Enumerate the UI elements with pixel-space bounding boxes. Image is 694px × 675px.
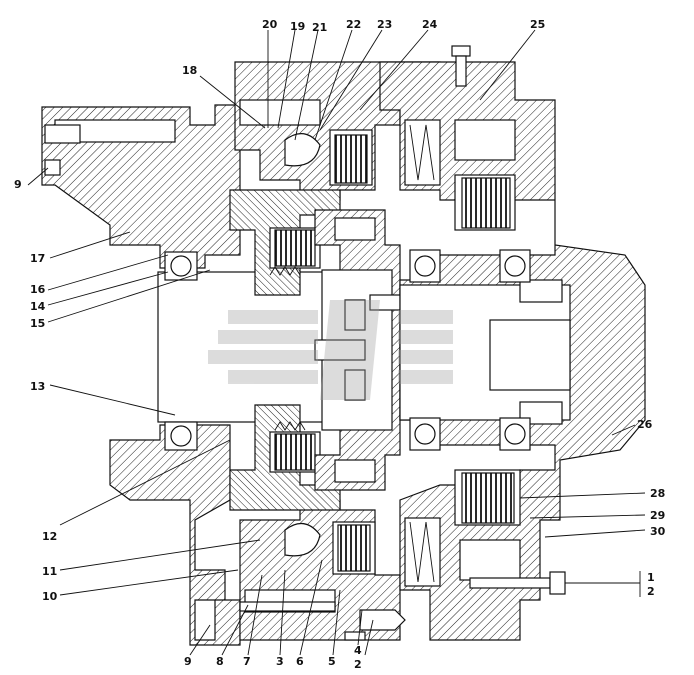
label-23: 23 [377, 18, 392, 31]
bearing-left-top [164, 251, 198, 281]
label-21: 21 [312, 21, 327, 34]
bolt-left [239, 601, 336, 612]
label-29: 29 [650, 509, 665, 522]
labels-bottom: 8 7 3 6 5 4 2 [216, 644, 362, 671]
labels-top: 20 19 21 22 23 24 25 18 [182, 18, 545, 77]
label-22: 22 [346, 18, 361, 31]
label-17: 17 [30, 252, 45, 265]
label-16: 16 [30, 283, 46, 296]
right-housing [379, 61, 646, 641]
label-28: 28 [650, 487, 665, 500]
label-24: 24 [422, 18, 438, 31]
label-9-top: 9 [14, 178, 22, 191]
center-hub [314, 209, 411, 491]
bearing-right-top [409, 249, 531, 283]
labels-right: 26 28 29 30 1 2 [637, 418, 666, 598]
label-12: 12 [42, 530, 57, 543]
label-19: 19 [290, 20, 305, 33]
label-20: 20 [262, 18, 278, 31]
label-30: 30 [650, 525, 666, 538]
watermark-logo [208, 300, 453, 400]
leader-lines [27, 29, 646, 656]
label-1: 1 [647, 571, 655, 584]
label-3: 3 [276, 655, 284, 668]
label-2-bottom: 2 [354, 658, 362, 671]
label-2-right: 2 [647, 585, 655, 598]
label-15: 15 [30, 317, 45, 330]
bearing-left-bottom [164, 421, 198, 451]
label-7: 7 [243, 655, 251, 668]
labels-left: 9 17 16 14 15 13 12 11 10 9 [14, 178, 192, 668]
label-4: 4 [354, 644, 362, 657]
input-shaft-bore [157, 271, 339, 423]
bearing-right-bottom [409, 417, 531, 451]
label-11: 11 [42, 565, 57, 578]
label-5: 5 [328, 655, 336, 668]
label-18: 18 [182, 64, 197, 77]
label-6: 6 [296, 655, 304, 668]
bolt-top [451, 45, 471, 87]
label-8: 8 [216, 655, 224, 668]
label-9-bottom: 9 [184, 655, 192, 668]
label-25: 25 [530, 18, 545, 31]
bolt-bottom [359, 609, 406, 631]
label-14: 14 [30, 300, 46, 313]
central-clutch-drum [229, 189, 341, 511]
label-26: 26 [637, 418, 653, 431]
label-10: 10 [42, 590, 58, 603]
label-13: 13 [30, 380, 45, 393]
left-housing [41, 104, 241, 646]
